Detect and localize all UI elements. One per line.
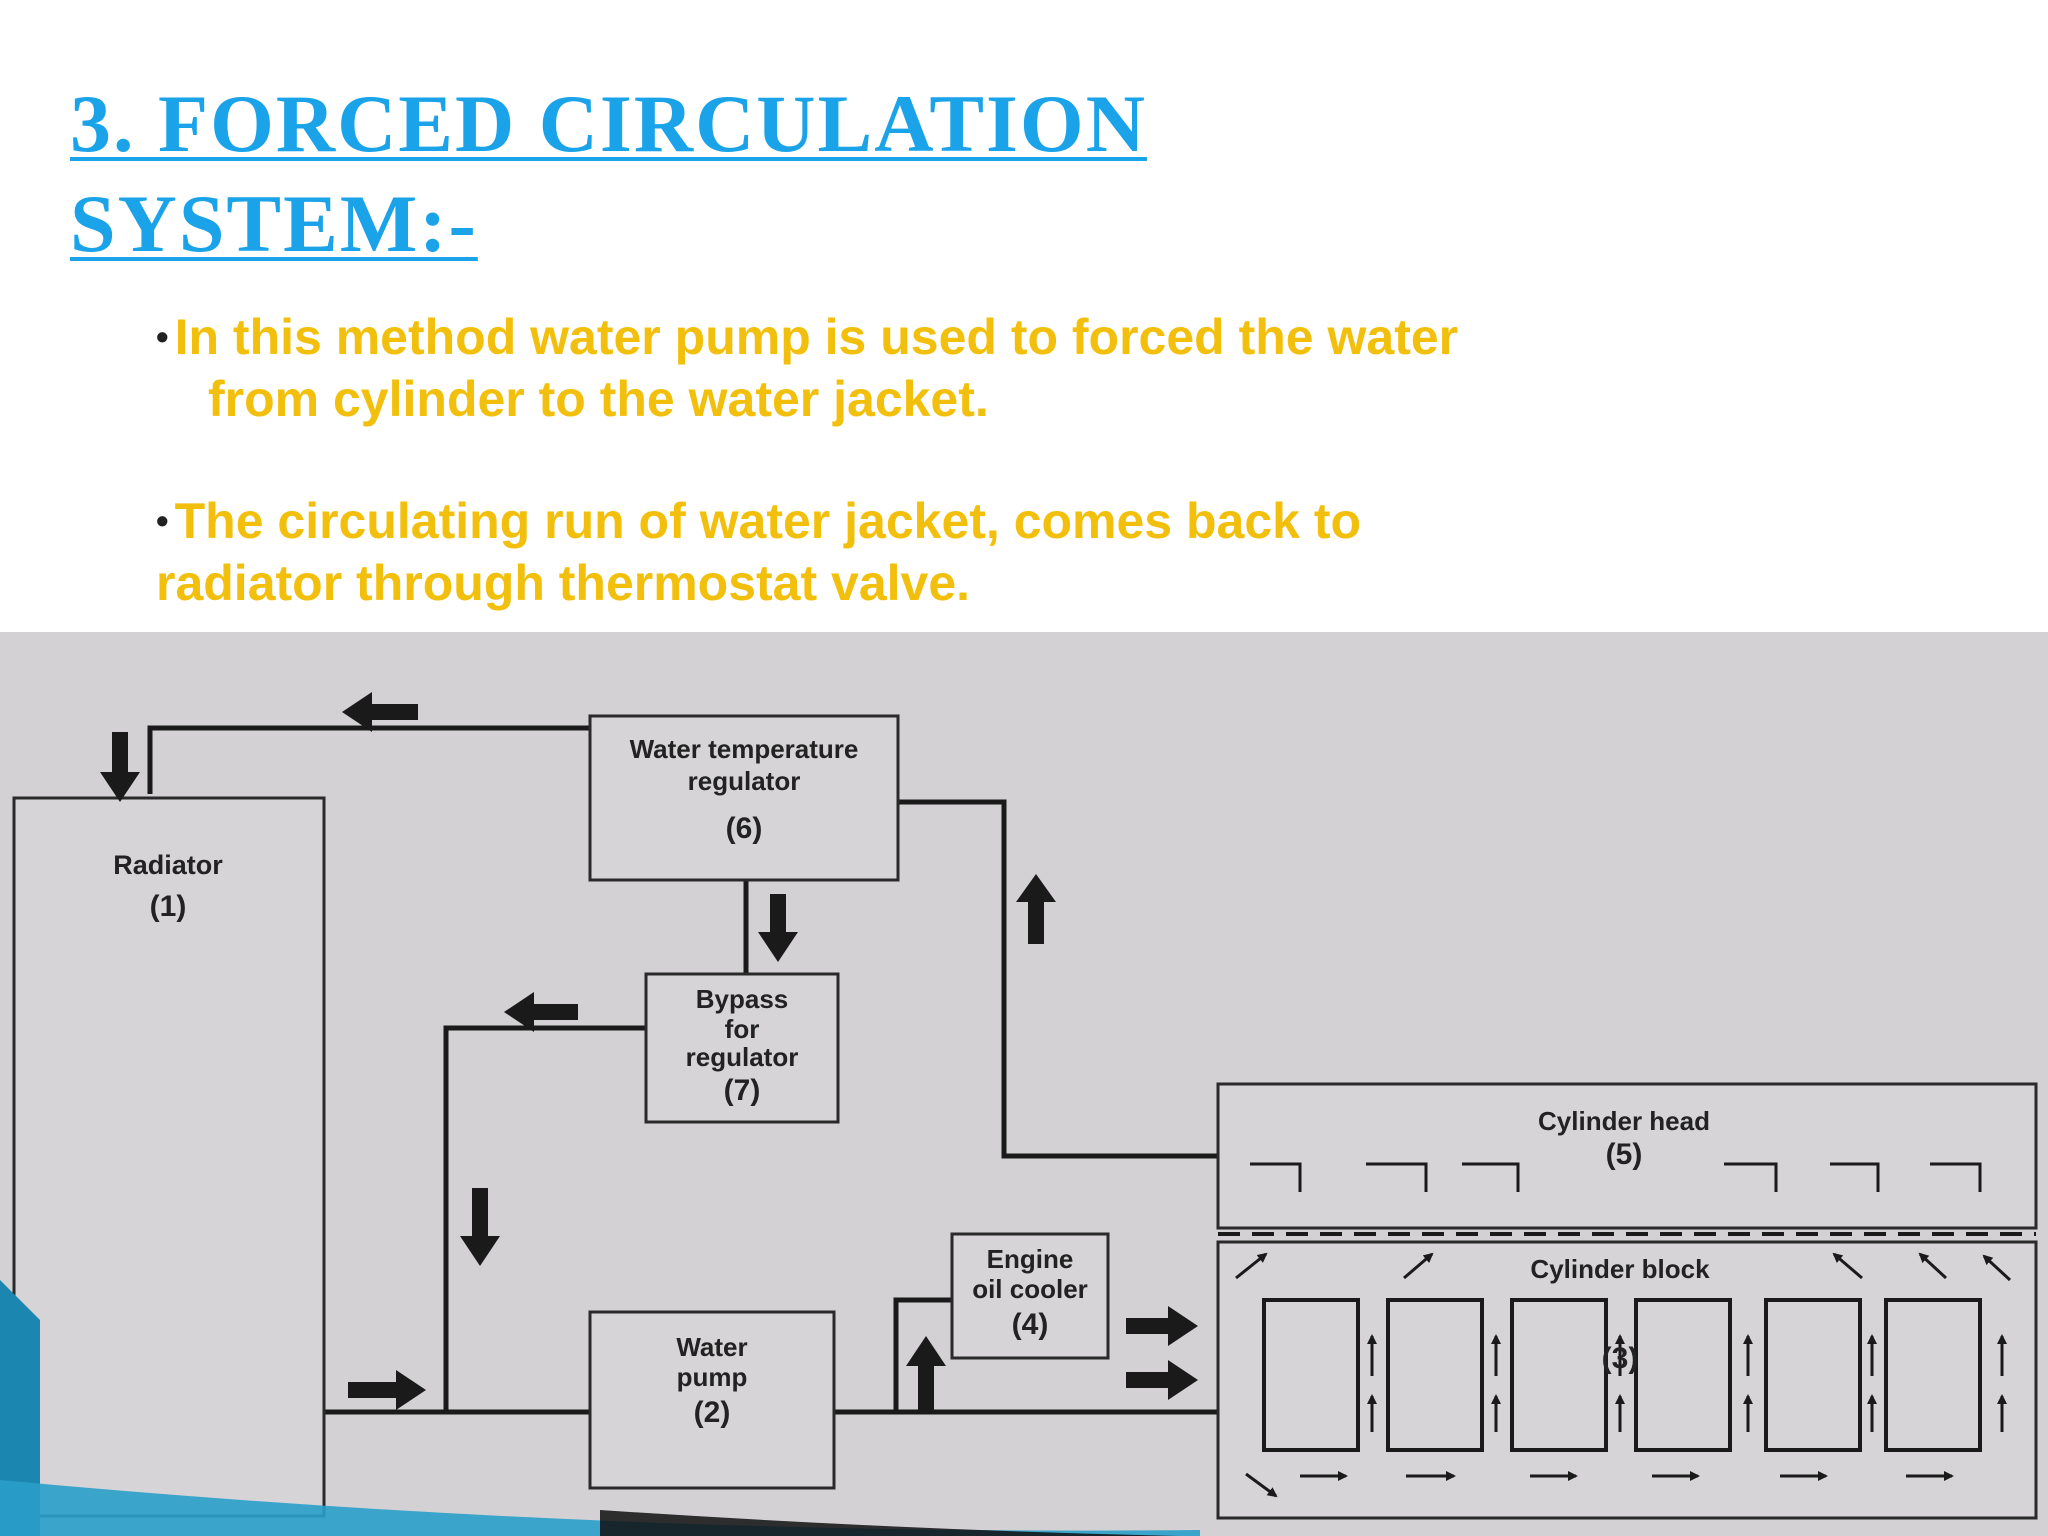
radiator-number: (1) <box>150 890 187 923</box>
pump-label-2: pump <box>677 1362 748 1392</box>
bold-flow-arrows <box>100 692 1198 1412</box>
arrow-left-icon <box>504 992 578 1032</box>
bullet-dot-icon: • <box>156 316 169 357</box>
arrow-right-icon <box>348 1370 426 1410</box>
bullet-1-line-1: In this method water pump is used to for… <box>174 309 1459 365</box>
cylinders <box>1262 1298 1982 1452</box>
regulator-label-2: regulator <box>688 766 801 796</box>
bypass-label-1: Bypass <box>696 984 789 1014</box>
regulator-number: (6) <box>726 812 763 845</box>
bullet-dot-icon: • <box>156 500 169 541</box>
title-line-1: 3. Forced Circulation <box>70 78 1147 169</box>
arrow-up-icon <box>1016 874 1056 944</box>
oil-cooler-number: (4) <box>1012 1308 1049 1341</box>
regulator-label-1: Water temperature <box>630 734 859 764</box>
arrow-up-icon <box>906 1336 946 1412</box>
arrow-down-icon <box>100 732 140 802</box>
bullet-2-line-2: radiator through thermostat valve. <box>156 555 971 611</box>
slide-title: 3. Forced Circulation System:- <box>70 74 1270 274</box>
arrow-down-icon <box>460 1188 500 1266</box>
bullet-item-1: •In this method water pump is used to fo… <box>156 306 1756 430</box>
arrow-left-icon <box>342 692 418 732</box>
bypass-label-2: for <box>725 1014 760 1044</box>
cylinder-block-label: Cylinder block <box>1530 1254 1710 1284</box>
bypass-label-3: regulator <box>686 1042 799 1072</box>
arrow-right-icon <box>1126 1306 1198 1346</box>
bullet-1-line-2: from cylinder to the water jacket. <box>208 371 989 427</box>
cylinder-head-box <box>1216 1082 2038 1230</box>
cylinder-head-number: (5) <box>1606 1138 1643 1171</box>
head-flow-marks <box>1250 1162 1982 1192</box>
arrow-down-icon <box>758 894 798 962</box>
oil-cooler-label-1: Engine <box>987 1244 1074 1274</box>
radiator-box <box>12 796 326 1518</box>
temp-regulator-box <box>588 714 900 882</box>
cylinder-block-number: (3) <box>1602 1342 1639 1375</box>
water-pump-box <box>588 1310 836 1490</box>
radiator-label: Radiator <box>113 850 223 880</box>
bullet-2-line-1: The circulating run of water jacket, com… <box>174 493 1362 549</box>
oil-cooler-box <box>950 1232 1110 1360</box>
arrow-right-icon <box>1126 1360 1198 1400</box>
bypass-number: (7) <box>724 1074 761 1107</box>
pipe-lines <box>147 725 1218 1415</box>
block-flow-arrows <box>1235 1252 2012 1498</box>
pump-number: (2) <box>694 1396 731 1429</box>
oil-cooler-label-2: oil cooler <box>972 1274 1088 1304</box>
cylinder-head-label: Cylinder head <box>1538 1106 1710 1136</box>
bypass-box <box>644 972 840 1124</box>
pump-label-1: Water <box>676 1332 747 1362</box>
title-line-2: System:- <box>70 178 478 269</box>
cooling-system-diagram: Radiator (1) Water temperature regulator… <box>0 632 2048 1536</box>
bullet-item-2: •The circulating run of water jacket, co… <box>156 490 1756 614</box>
